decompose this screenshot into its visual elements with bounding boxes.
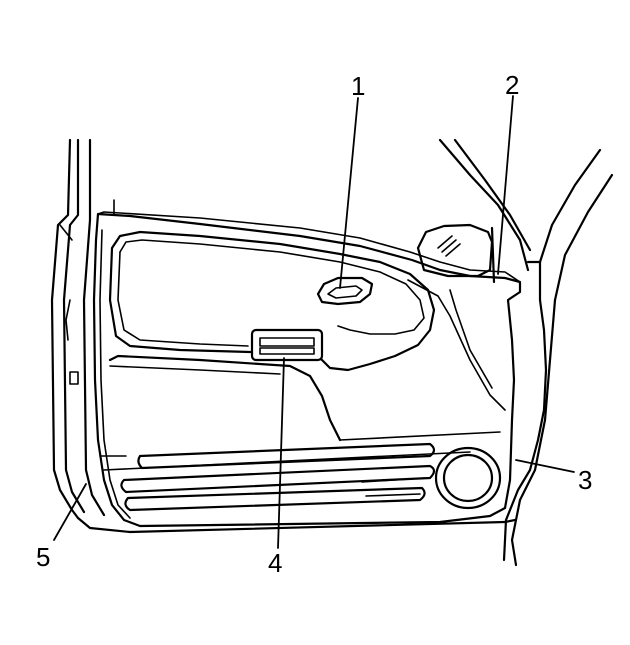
door-trim-panel <box>92 211 522 528</box>
callout-3: 3 <box>578 465 592 495</box>
lower-trim-grooves <box>99 431 501 512</box>
map-pocket-edge <box>108 354 342 442</box>
leader-lines <box>53 95 575 549</box>
window-frame <box>438 138 614 567</box>
callout-5: 5 <box>36 542 50 572</box>
armrest-bolster <box>108 230 506 411</box>
door-speaker <box>434 446 502 510</box>
callout-2: 2 <box>505 70 519 100</box>
power-window-switch <box>250 328 324 362</box>
inside-door-handle <box>316 276 374 306</box>
side-mirror <box>416 223 496 284</box>
callout-1: 1 <box>351 71 365 101</box>
callout-4: 4 <box>268 548 282 578</box>
door-frame-left <box>50 138 115 520</box>
